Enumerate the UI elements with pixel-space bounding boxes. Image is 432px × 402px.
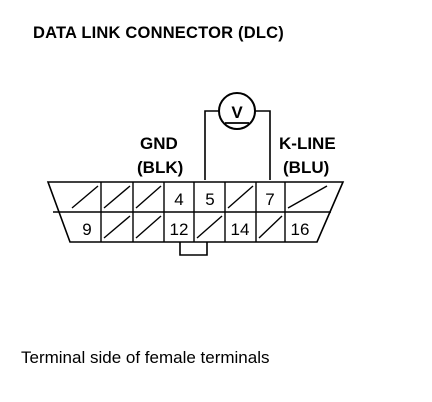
voltmeter-symbol: V <box>231 103 243 122</box>
k-line-label: K-LINE (BLU) <box>279 134 336 177</box>
gnd-label: GND (BLK) <box>137 134 183 177</box>
unused-terminals <box>71 185 328 239</box>
diagram-title: DATA LINK CONNECTOR (DLC) <box>33 24 284 42</box>
terminal-7: 7 <box>265 190 274 209</box>
probe-leads <box>204 110 271 180</box>
terminal-14: 14 <box>231 220 250 239</box>
connector-housing <box>46 181 345 256</box>
terminal-dividers <box>100 182 286 242</box>
svg-text:(BLK): (BLK) <box>137 158 183 177</box>
terminal-4: 4 <box>174 190 183 209</box>
svg-text:GND: GND <box>140 134 178 153</box>
terminal-5: 5 <box>205 190 214 209</box>
terminal-numbers: 4 5 7 9 12 14 16 <box>82 190 309 239</box>
svg-text:K-LINE: K-LINE <box>279 134 336 153</box>
terminal-16: 16 <box>291 220 310 239</box>
voltmeter-icon: V <box>218 92 256 130</box>
diagram-caption: Terminal side of female terminals <box>21 348 270 367</box>
svg-text:(BLU): (BLU) <box>283 158 329 177</box>
terminal-9: 9 <box>82 220 91 239</box>
terminal-12: 12 <box>170 220 189 239</box>
